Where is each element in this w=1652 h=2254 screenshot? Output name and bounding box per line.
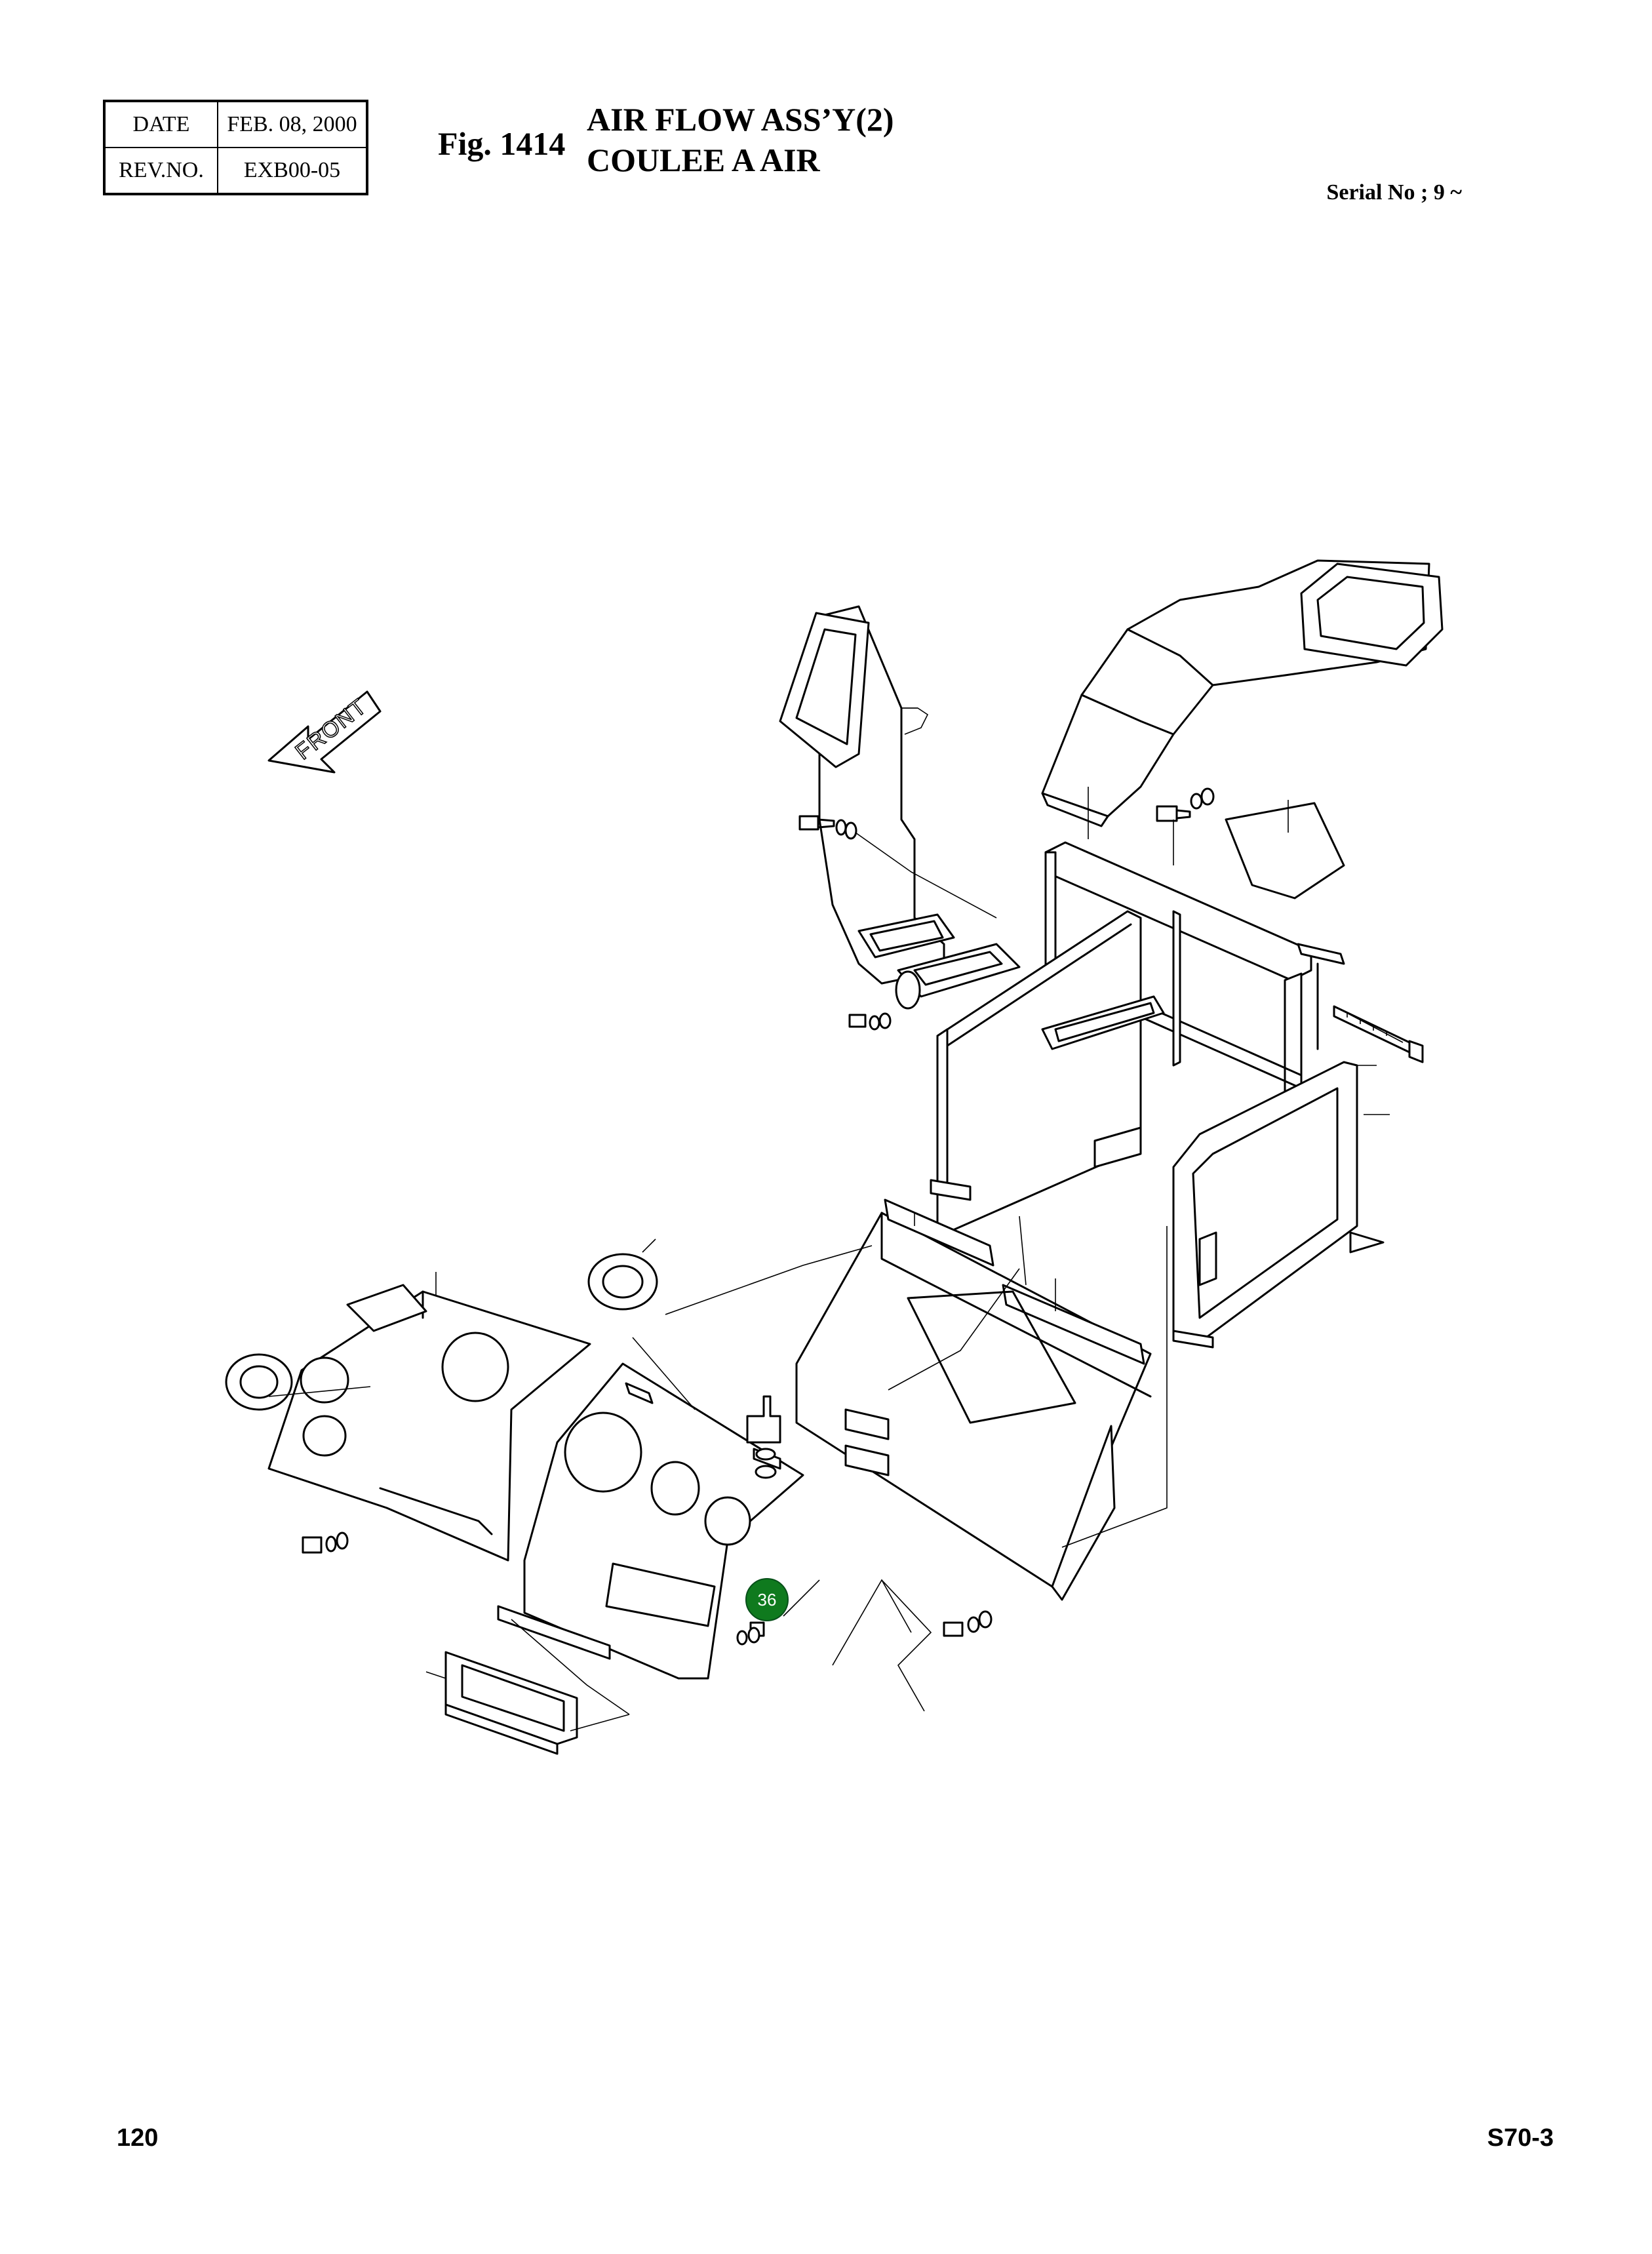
left-housing	[267, 1284, 591, 1562]
lower-fasteners	[302, 1395, 993, 1646]
right-overhead-duct	[1041, 559, 1444, 827]
leader-lines	[268, 707, 1390, 1731]
figure-number: Fig. 1414	[438, 125, 566, 162]
callout-badge[interactable]	[745, 1578, 789, 1621]
revision-info-table: DATE FEB. 08, 2000 REV.NO. EXB00-05	[103, 100, 368, 195]
middle-housing	[523, 1362, 804, 1680]
figure-title-english: AIR FLOW ASS’Y(2)	[587, 101, 894, 138]
upper-support-frame	[930, 802, 1345, 1234]
callout-number: 36	[758, 1590, 777, 1610]
date-value: FEB. 08, 2000	[217, 100, 368, 148]
cable-tie	[1333, 1005, 1424, 1063]
center-panel-box	[795, 1198, 1152, 1601]
rev-value: EXB00-05	[217, 147, 368, 195]
model-code: S70-3	[1487, 2124, 1554, 2152]
lower-duct-outlets	[444, 1605, 611, 1755]
front-arrow-icon: FRONT	[267, 690, 382, 774]
right-lower-frame	[1172, 1061, 1385, 1349]
grommets	[225, 1253, 658, 1411]
page-number: 120	[117, 2124, 159, 2152]
serial-number: Serial No ; 9 ~	[1326, 180, 1462, 205]
left-upper-duct	[779, 605, 1021, 1010]
date-label: DATE	[104, 100, 218, 148]
figure-title-french: COULEE A AIR	[587, 142, 820, 178]
rev-label: REV.NO.	[104, 147, 218, 195]
part-callout-36[interactable]: 36	[745, 1578, 789, 1621]
